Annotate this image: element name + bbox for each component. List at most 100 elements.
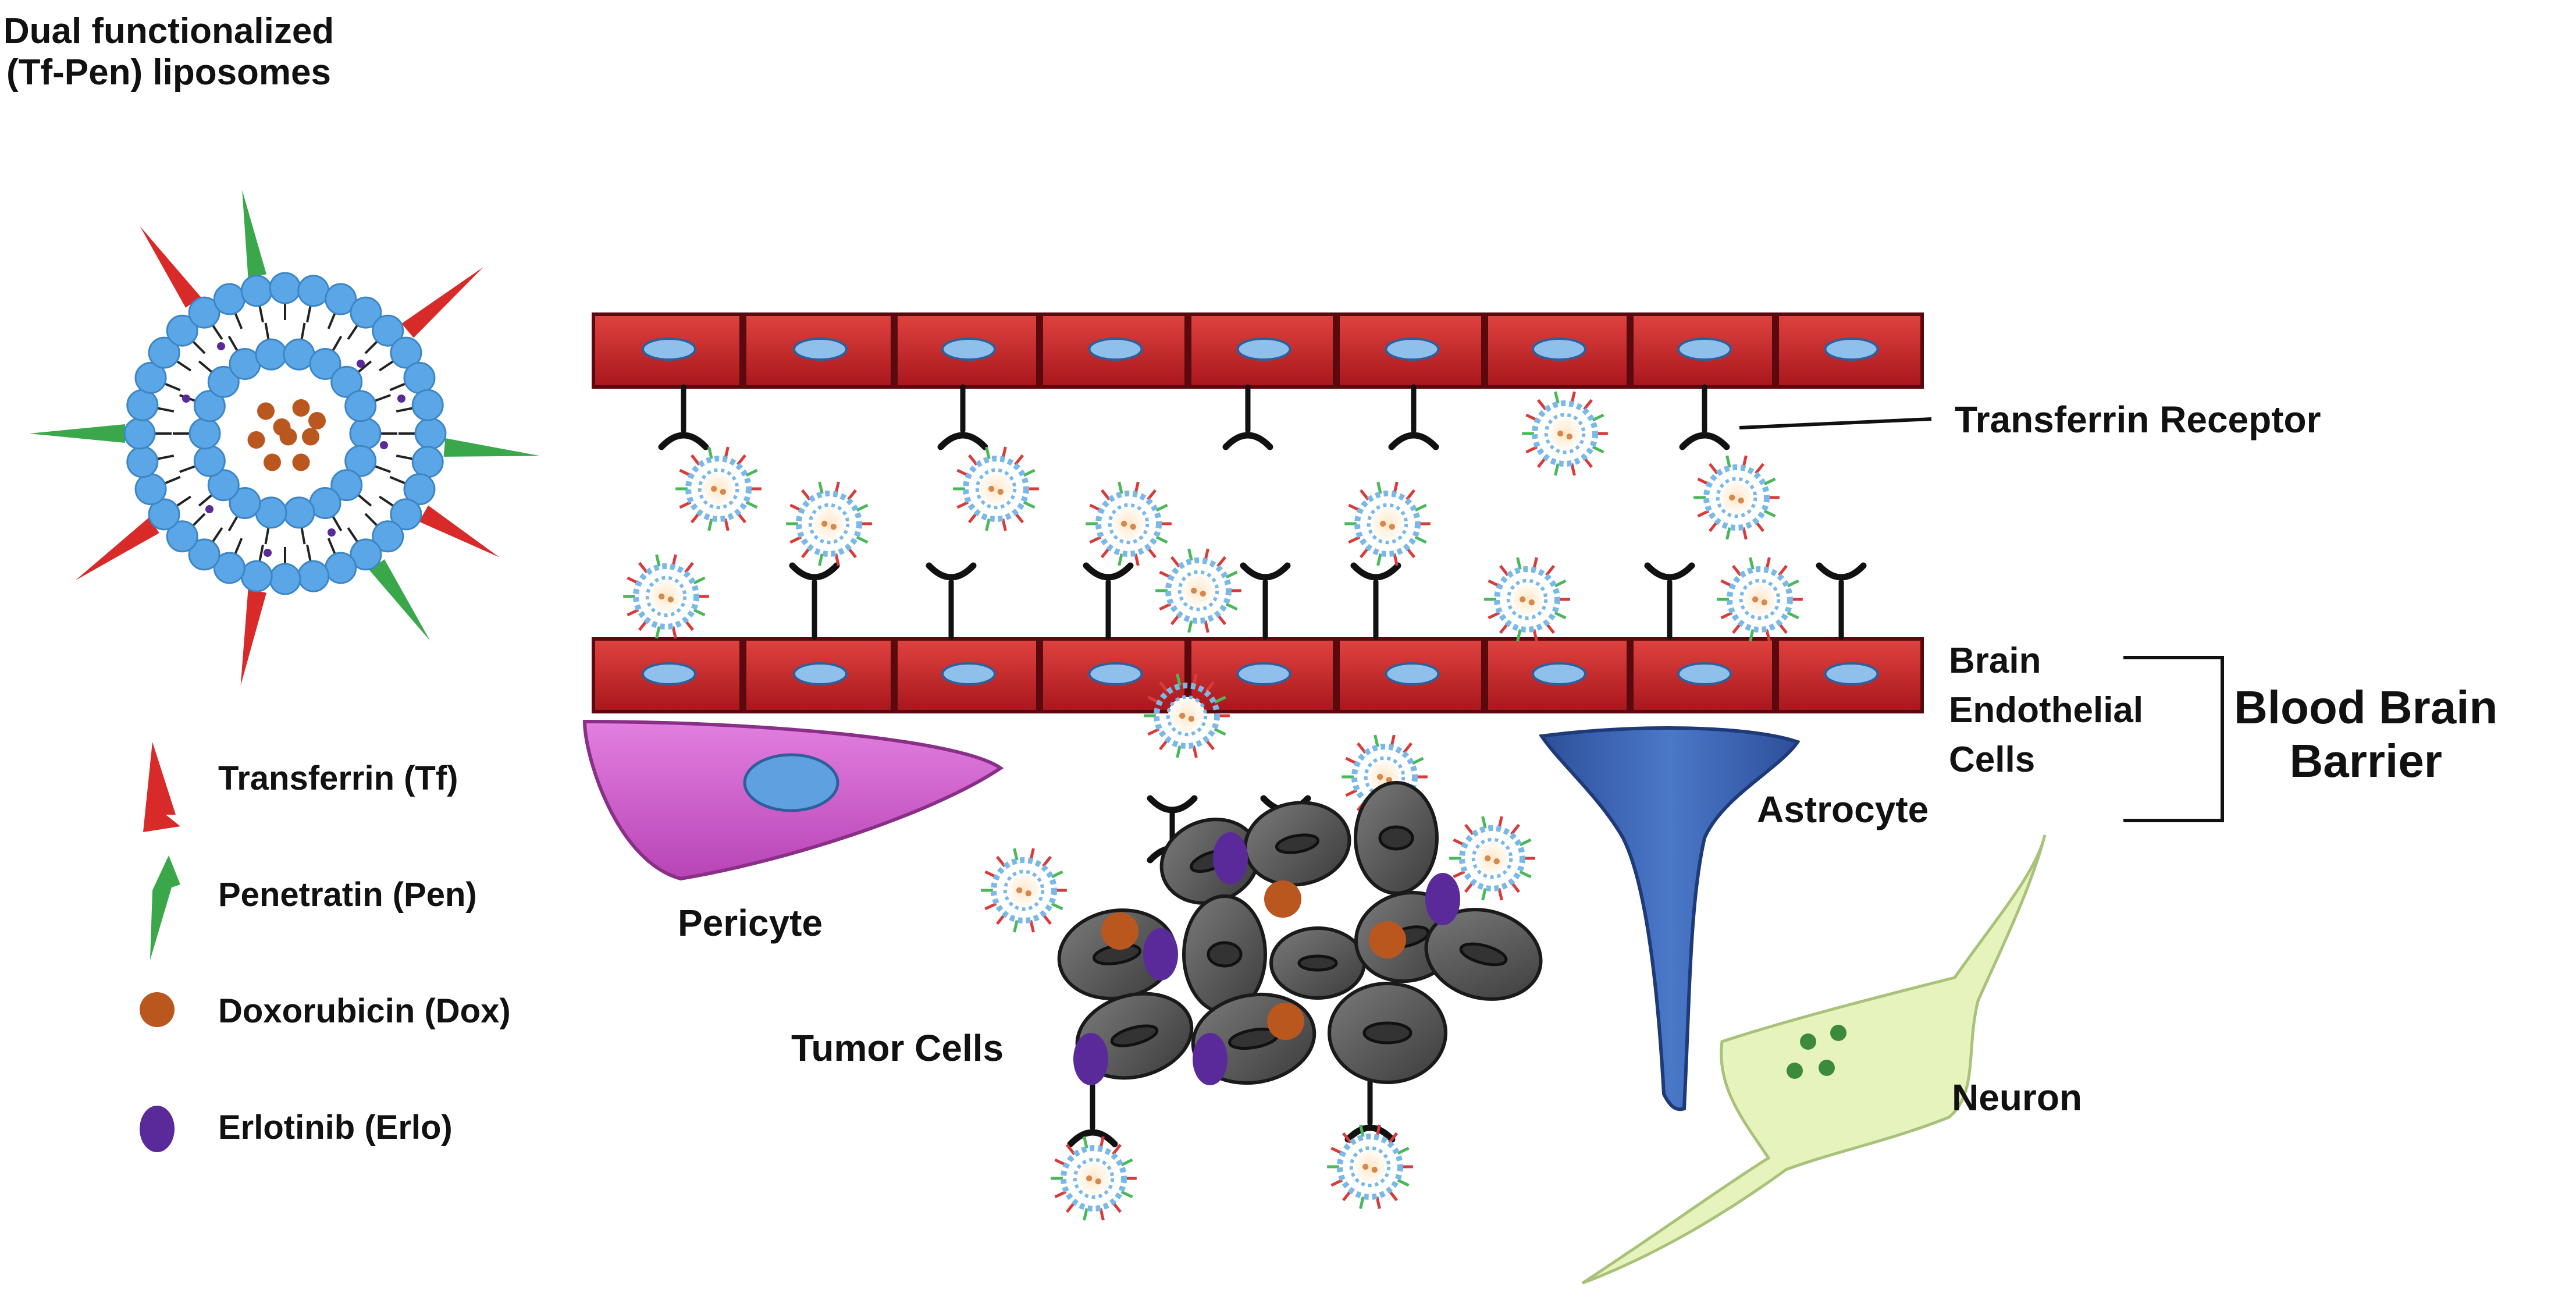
doxorubicin-dot: [308, 412, 326, 429]
doxorubicin-drug: [1369, 921, 1406, 958]
erlotinib-drug: [1213, 832, 1248, 885]
endothelial-cell: [1485, 312, 1630, 389]
endothelial-label-line-1: Brain: [1949, 641, 2041, 681]
transferrin-spike: [140, 226, 201, 308]
nucleus: [1459, 942, 1508, 967]
erlotinib-dot: [328, 528, 336, 537]
liposome-particle: [1144, 673, 1230, 758]
erlotinib-dot: [205, 505, 214, 513]
diagram-title: Dual functionalized (Tf-Pen) liposomes: [3, 10, 334, 94]
lipid-head: [213, 552, 245, 584]
lipid-head: [414, 417, 447, 450]
liposome-particle: [1522, 391, 1608, 476]
nucleus: [1677, 662, 1732, 685]
lipid-head: [240, 560, 273, 592]
liposome-particle: [1051, 1136, 1137, 1221]
legend-label-penetratin: Penetratin (Pen): [218, 876, 477, 914]
endothelial-cell: [1776, 312, 1924, 389]
erlotinib-drug: [1193, 1033, 1227, 1085]
nucleus: [1378, 825, 1414, 851]
nucleus: [1532, 662, 1586, 685]
lipid-head: [349, 417, 382, 450]
lipid-head: [193, 390, 226, 422]
nucleus: [1207, 941, 1243, 968]
red-spike-icon: [143, 742, 180, 832]
nucleus: [1824, 662, 1879, 685]
lipid-head: [269, 272, 301, 304]
lipid-head: [123, 417, 156, 450]
nucleus: [793, 662, 848, 685]
nucleus: [642, 338, 696, 361]
endothelial-cell: [592, 312, 743, 389]
tumor-cell: [1269, 926, 1366, 1000]
tumor-cells-cluster: [1057, 781, 1543, 1085]
liposome-particle: [1344, 481, 1431, 566]
transferrin-receptor-icon: [937, 384, 988, 450]
endothelial-cell: [894, 637, 1040, 713]
transferrin-spike: [75, 517, 159, 581]
nucleus: [1362, 1021, 1412, 1045]
liposome-particle: [953, 446, 1039, 531]
liposome-particle: [1155, 548, 1241, 633]
erlotinib-dot: [357, 360, 365, 368]
transferrin-receptor-icon: [789, 562, 840, 640]
transferrin-receptor-icon: [1679, 384, 1730, 450]
endothelial-cell: [894, 312, 1040, 389]
lipid-head: [344, 445, 377, 477]
lipid-head: [325, 283, 357, 315]
nucleus: [1532, 338, 1586, 361]
tf-pen-liposome-large: [29, 190, 540, 686]
nucleus: [1677, 338, 1732, 361]
liposome-particle: [1717, 557, 1803, 642]
lipid-head: [403, 473, 436, 506]
liposome-particle: [1449, 816, 1535, 901]
lipid-head: [213, 283, 245, 315]
lipid-head: [390, 336, 422, 369]
nucleus: [1385, 662, 1440, 685]
liposome-particle: [1484, 557, 1570, 642]
endothelial-cell: [1630, 312, 1776, 389]
liposome-particle: [675, 446, 762, 531]
endothelial-label-line-2: Endothelial: [1949, 690, 2144, 730]
neuron-cell: [1581, 834, 2047, 1285]
bbb-label-line-2: Barrier: [2289, 735, 2442, 787]
tumor-cells-label: Tumor Cells: [791, 1027, 1004, 1069]
green-spike-icon: [150, 855, 180, 960]
lipid-head: [255, 338, 287, 371]
endothelial-cell: [1040, 637, 1188, 713]
endothelial-cell: [743, 637, 894, 713]
legend-label-doxorubicin: Doxorubicin (Dox): [218, 992, 511, 1030]
endothelial-cell-row-top: [592, 312, 1924, 389]
doxorubicin-dot: [264, 453, 281, 471]
liposome-particles: [623, 391, 1803, 1221]
lipid-head: [134, 361, 167, 394]
endothelial-cell: [1630, 637, 1776, 713]
transferrin-receptor-icon: [1388, 384, 1439, 450]
lipid-head: [148, 498, 180, 531]
title-line-1: Dual functionalized: [3, 11, 335, 51]
nucleus: [1297, 954, 1338, 972]
lipid-head: [188, 296, 220, 329]
endothelial-cell: [1336, 637, 1485, 713]
lipid-head: [229, 487, 261, 520]
pericyte-label: Pericyte: [678, 902, 823, 944]
transferrin-spike: [401, 267, 483, 338]
transferrin-receptor-icon: [1240, 562, 1291, 640]
astrocyte-cell: [1538, 726, 1801, 1111]
erlotinib-drug: [1425, 873, 1460, 925]
lipid-head: [411, 446, 444, 478]
doxorubicin-drug: [1267, 1003, 1304, 1040]
transferrin-spike: [419, 505, 500, 557]
lipid-head: [390, 498, 422, 531]
penetratin-spike: [242, 190, 267, 278]
penetratin-spike: [443, 438, 540, 457]
lipid-head: [188, 417, 221, 450]
lipid-head: [344, 390, 377, 422]
bbb-label-line-1: Blood Brain: [2234, 681, 2498, 733]
lipid-head: [309, 347, 341, 380]
lipid-head: [372, 314, 404, 347]
title-line-2: (Tf-Pen) liposomes: [6, 52, 332, 93]
lipid-head: [126, 389, 159, 421]
nucleus: [941, 338, 996, 361]
